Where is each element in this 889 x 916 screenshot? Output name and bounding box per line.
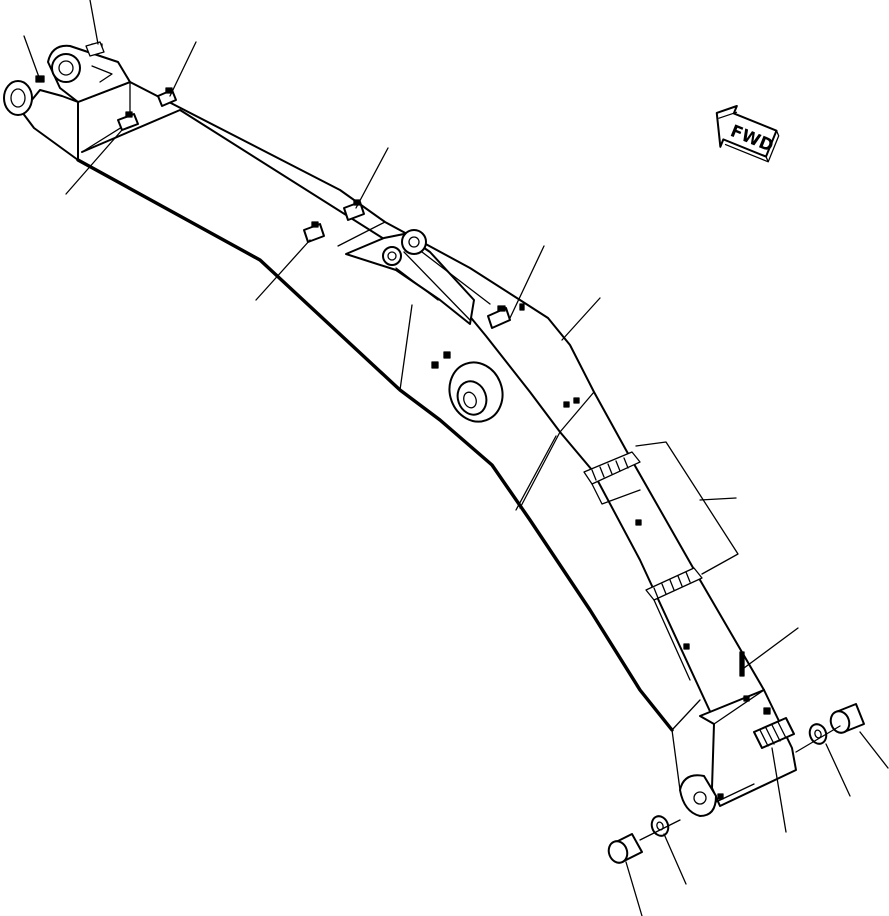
leader-11 [859, 731, 889, 769]
leader-2 [23, 35, 41, 81]
boom-section-line-4 [671, 699, 701, 731]
bracket-bore-2 [387, 251, 397, 261]
head-lower-plate [21, 89, 79, 161]
boom-side-upper [81, 109, 715, 721]
leader-10 [743, 627, 799, 669]
head-pin-bore [58, 60, 74, 76]
face-fittings [563, 397, 745, 677]
head-fitting-3 [85, 41, 105, 57]
leader-13 [771, 747, 787, 833]
fwd-arrow-icon: FWD [715, 104, 780, 163]
pin-centerline [639, 725, 841, 841]
spacer-left [650, 815, 670, 837]
foot-boss-bolt-1 [431, 361, 439, 369]
leader-9 [699, 497, 737, 501]
head-end-bore [10, 88, 26, 108]
leader-15 [625, 861, 643, 916]
bracket-bore-1 [408, 236, 420, 248]
boom-section-line-3 [515, 435, 557, 511]
guard-band-2 [645, 567, 703, 601]
leader-14 [663, 833, 687, 885]
clamp-5 [487, 303, 525, 329]
bracket-boss-2 [382, 246, 402, 266]
boom-section-line-2 [519, 431, 561, 509]
clamp-2 [117, 111, 139, 131]
arm-end-lug [679, 774, 717, 817]
pipe-clamps [117, 87, 525, 329]
boom-bottom-edge [76, 158, 674, 732]
leader-5 [355, 147, 389, 209]
callout-leaders [23, 0, 889, 916]
foot-boss-inner [456, 380, 488, 416]
head-pin-boss [51, 53, 81, 83]
guard-band-2-ticks [653, 571, 691, 599]
guard-panel-edge [591, 483, 691, 681]
leader-1 [89, 0, 99, 45]
boom-arm-end [671, 689, 797, 817]
guard-plate [583, 441, 739, 681]
boom-top-face-line-2 [337, 221, 386, 247]
clamp-3 [343, 199, 365, 221]
pin-right [829, 703, 865, 734]
boom-head-end [3, 41, 131, 161]
foot-boss-bolt-2 [443, 351, 451, 359]
boom-body [76, 81, 765, 732]
leader-4 [65, 129, 123, 195]
leader-7 [509, 245, 545, 319]
bracket-boss-1 [401, 229, 427, 255]
cylinder-bracket [345, 229, 491, 325]
arm-end-bore [693, 791, 707, 805]
foot-boss-bore [463, 391, 477, 409]
leader-3 [169, 41, 197, 97]
boom-top-face-line-3 [559, 391, 595, 433]
head-end-boss [3, 80, 33, 116]
bracket-rib-2 [421, 251, 491, 305]
bracket-rib-1 [403, 251, 471, 321]
head-plate-detail [91, 65, 113, 83]
guard-band-1 [583, 451, 641, 485]
foot-boss [431, 351, 504, 423]
spacer-right [808, 723, 828, 745]
bracket-rib-3 [395, 267, 439, 301]
arm-end-plate [699, 689, 797, 807]
guard-band-1-ticks [591, 457, 629, 481]
guard-outline [635, 441, 739, 575]
leader-6 [255, 239, 311, 301]
boom-top-edge [77, 81, 765, 691]
leader-8 [561, 297, 601, 341]
clamp-4 [303, 221, 325, 243]
loose-parts [607, 703, 865, 864]
boom-section-line-1 [399, 304, 413, 391]
threaded-bushing [753, 717, 795, 749]
leader-12 [825, 743, 851, 797]
pin-left [607, 833, 643, 864]
